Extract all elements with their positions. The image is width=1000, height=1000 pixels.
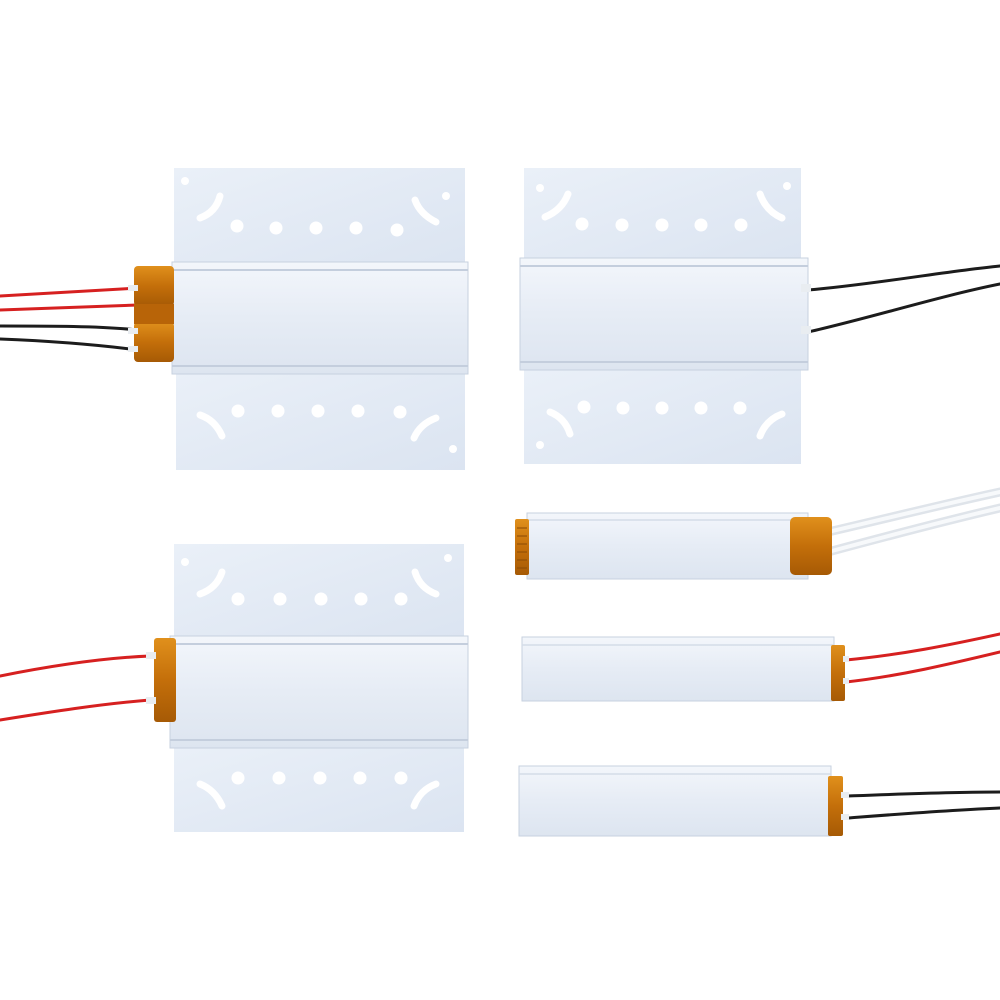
vent-holes [181,554,452,785]
strip-heater-bottom [518,765,1000,837]
wire-bundle [846,790,1000,820]
kapton-tape [828,776,849,836]
wire-bundle [806,264,1000,334]
strip-heater-middle [521,632,1000,702]
wire-bundle [0,654,152,722]
kapton-tape [831,645,849,701]
large-finned-heater-bottom-left [0,544,469,832]
kapton-tape [515,517,832,575]
slot-arcs [541,190,786,440]
slot-arcs [196,568,440,810]
strip-heater-top [515,487,1000,580]
vent-holes [181,177,457,453]
slot-arcs [196,192,440,442]
kapton-tape [146,638,176,722]
wire-bundle [844,632,1000,684]
large-finned-heater-top-right [519,168,1000,464]
wire-bundle [0,286,140,352]
kapton-tape [128,266,174,362]
large-finned-heater-top-left [0,168,469,470]
wire-bundle [823,487,1000,557]
vent-holes [536,182,791,449]
